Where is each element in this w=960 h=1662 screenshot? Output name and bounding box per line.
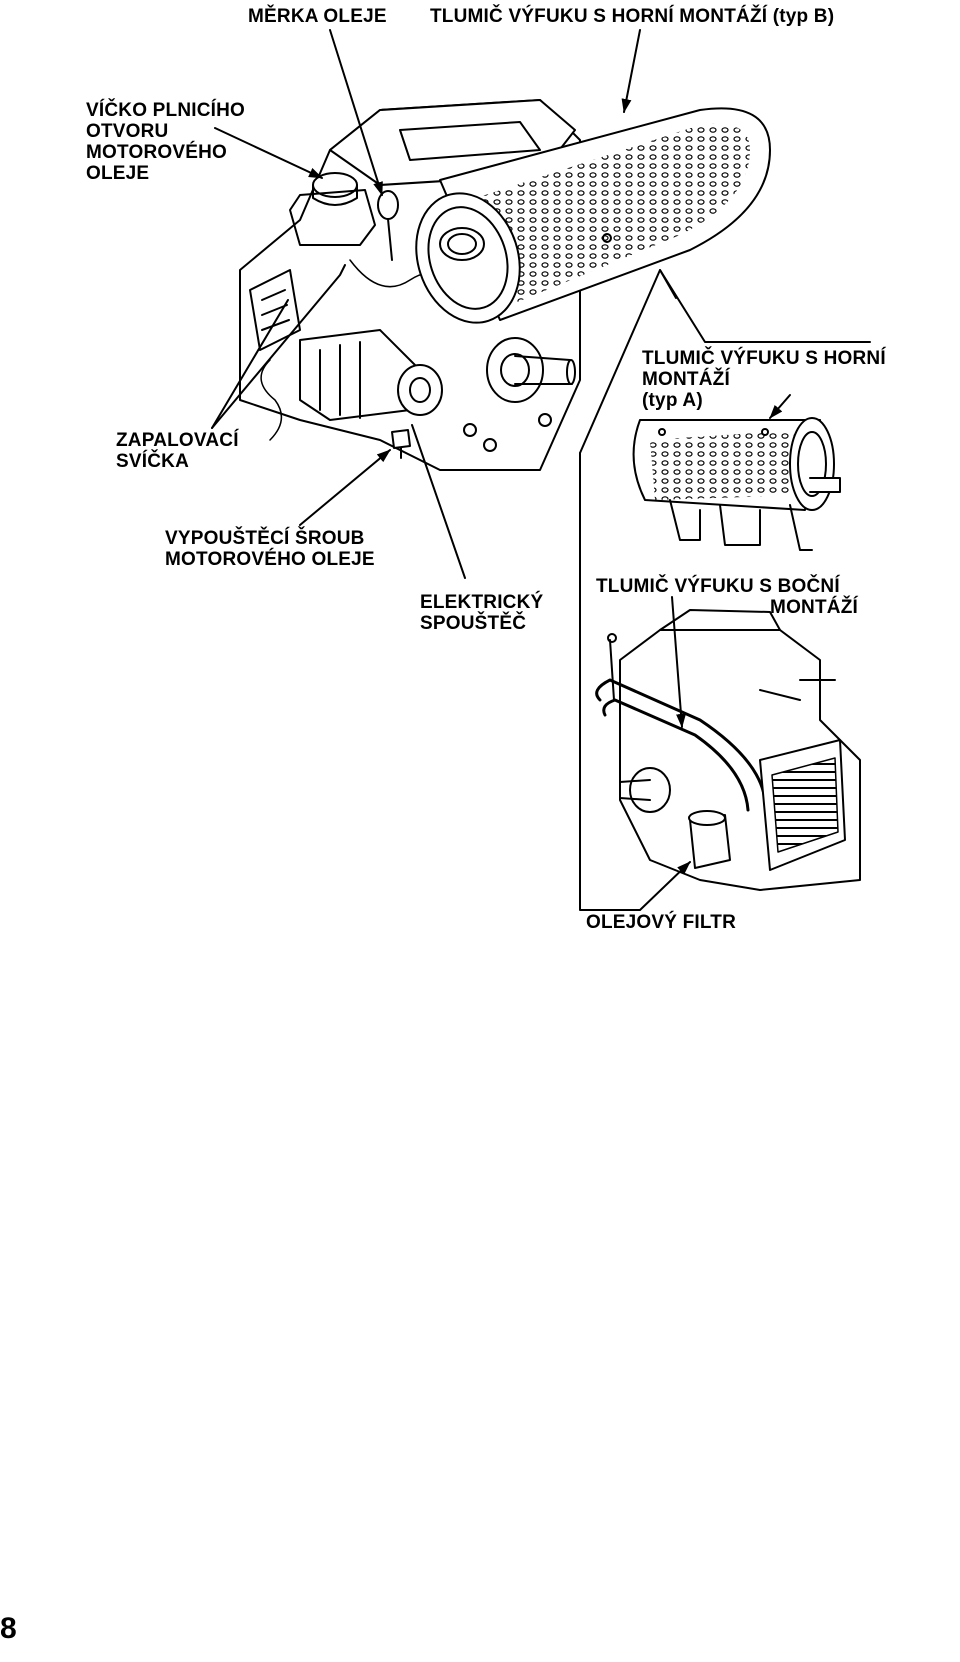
leader-oil-filler [214,127,323,179]
label-spark-plug: ZAPALOVACÍ SVÍČKA [116,430,239,472]
leader-electric-starter [411,424,466,579]
label-muffler-a-line-3: (typ A) [642,390,703,411]
label-oil-filler-line-3: MOTOROVÉHO [86,142,227,163]
electric-starter-part [299,329,443,421]
label-electric-starter: ELEKTRICKÝ SPOUŠTĚČ [420,592,543,634]
label-oil-filler-line-4: OLEJE [86,163,150,184]
side-muffler-part [759,739,846,871]
label-oil-filler-line-1: VÍČKO PLNICÍHO [86,100,246,121]
leader-spark-plug [211,264,346,429]
oil-filter-part [688,810,731,869]
label-muffler-top-a: TLUMIČ VÝFUKU S HORNÍ MONTÁŽÍ (typ A) [642,348,886,411]
muffler-top-b-drawing [415,107,771,324]
label-oil-filler-line-2: OTVORU [86,121,169,142]
label-muffler-top-b-text: TLUMIČ VÝFUKU S HORNÍ MONTÁŽÍ (typ B) [430,6,835,27]
oil-filler-cap-part [289,172,376,246]
leader-muffler-a [769,394,791,419]
label-drain-bolt-line-1: VYPOUŠTĚCÍ ŠROUB [165,528,365,549]
leader-dipstick [329,29,383,196]
drain-bolt-part [391,429,411,459]
label-starter-line-1: ELEKTRICKÝ [420,592,544,613]
leader-lines [211,29,871,911]
crankshaft-part [486,337,576,403]
label-drain-bolt: VYPOUŠTĚCÍ ŠROUB MOTOROVÉHO OLEJE [165,528,375,570]
label-starter-line-2: SPOUŠTĚČ [420,613,527,634]
label-dipstick: MĚRKA OLEJE [248,6,387,27]
leader-muffler-b [621,29,641,113]
dipstick-part [377,190,399,261]
label-oil-filler-cap: VÍČKO PLNICÍHO OTVORU MOTOROVÉHO OLEJE [86,100,245,184]
label-muffler-side: TLUMIČ VÝFUKU S BOČNÍ MONTÁŽÍ [596,576,858,618]
leader-muffler-a-bracket [579,269,871,454]
muffler-top-a-drawing [632,417,841,551]
leader-drain-bolt [299,449,391,526]
label-oil-filter-text: OLEJOVÝ FILTR [586,912,737,933]
page-number: 8 [0,1612,17,1645]
label-drain-bolt-line-2: MOTOROVÉHO OLEJE [165,549,375,570]
label-oil-filter: OLEJOVÝ FILTR [586,912,736,933]
label-spark-plug-line-2: SVÍČKA [116,451,189,472]
label-muffler-side-line-1: TLUMIČ VÝFUKU S BOČNÍ [596,576,840,597]
leader-oil-filter [579,452,691,911]
label-dipstick-text: MĚRKA OLEJE [248,6,387,27]
side-muffler-engine-drawing [595,609,861,891]
leader-muffler-side [671,596,686,728]
label-muffler-a-line-2: MONTÁŽÍ [642,369,730,390]
label-muffler-top-b: TLUMIČ VÝFUKU S HORNÍ MONTÁŽÍ (typ B) [430,6,834,27]
label-muffler-side-line-2: MONTÁŽÍ [770,597,858,618]
label-muffler-a-line-1: TLUMIČ VÝFUKU S HORNÍ [642,348,886,369]
label-spark-plug-line-1: ZAPALOVACÍ [116,430,239,451]
